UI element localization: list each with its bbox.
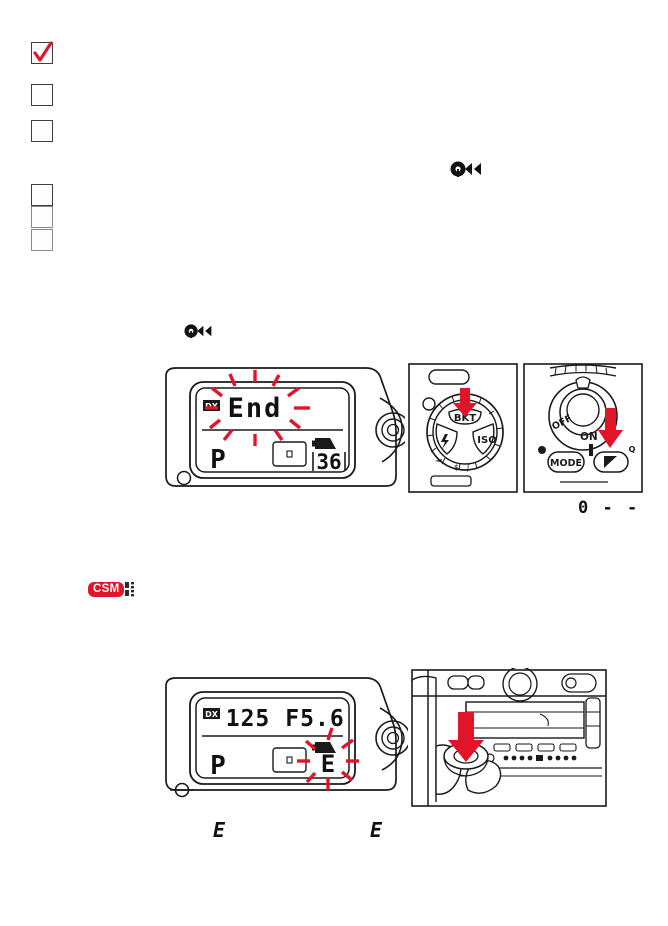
svg-text:$: $ (454, 463, 459, 472)
figure-one-switch-panel: OFF ON MODE Q (522, 362, 644, 494)
svg-text:Q: Q (629, 445, 636, 454)
caption-e-left: E (213, 818, 226, 842)
red-down-arrow-icon (448, 712, 484, 762)
svg-text:E: E (321, 750, 335, 778)
svg-text:ON: ON (580, 431, 598, 443)
caption-e-right: E (370, 818, 383, 842)
svg-text:P: P (210, 445, 226, 475)
checkbox-empty-1[interactable] (31, 84, 53, 106)
svg-text:ISO: ISO (477, 435, 496, 446)
red-down-arrow-icon (453, 388, 477, 417)
checkmark-icon (33, 41, 53, 62)
svg-text:125: 125 (226, 706, 271, 732)
svg-text:ʃ: ʃ (466, 463, 470, 472)
checkbox-empty-4[interactable] (31, 206, 53, 228)
svg-text:BKT: BKT (454, 413, 476, 424)
svg-text:F5.6: F5.6 (285, 706, 344, 732)
checkbox-checked[interactable] (31, 41, 53, 64)
checkbox-empty-3[interactable] (31, 184, 53, 206)
figure-one-dial-panel: BKT ISO $ ʃ (407, 362, 519, 494)
film-rewind-icon-secondary (184, 323, 214, 344)
exposure-readout: 0 - - (578, 498, 640, 518)
checkbox-empty-5[interactable] (31, 229, 53, 251)
red-down-arrow-icon (598, 408, 623, 448)
svg-text:P: P (210, 751, 226, 781)
figure-two-lcd-panel: DX 125 F5.6 P E (160, 668, 408, 808)
figure-one-lcd-panel: DX End P 36 (160, 358, 405, 498)
svg-text:End: End (228, 393, 283, 424)
checkbox-empty-2[interactable] (31, 120, 53, 142)
film-rewind-icon (450, 160, 484, 183)
csm-badge: CSM (88, 582, 125, 597)
figure-two-chamber-panel (410, 668, 608, 808)
segment-digit-icon (124, 581, 138, 603)
svg-text:MODE: MODE (550, 458, 582, 469)
svg-text:36: 36 (316, 450, 341, 474)
svg-text:DX: DX (205, 710, 219, 719)
